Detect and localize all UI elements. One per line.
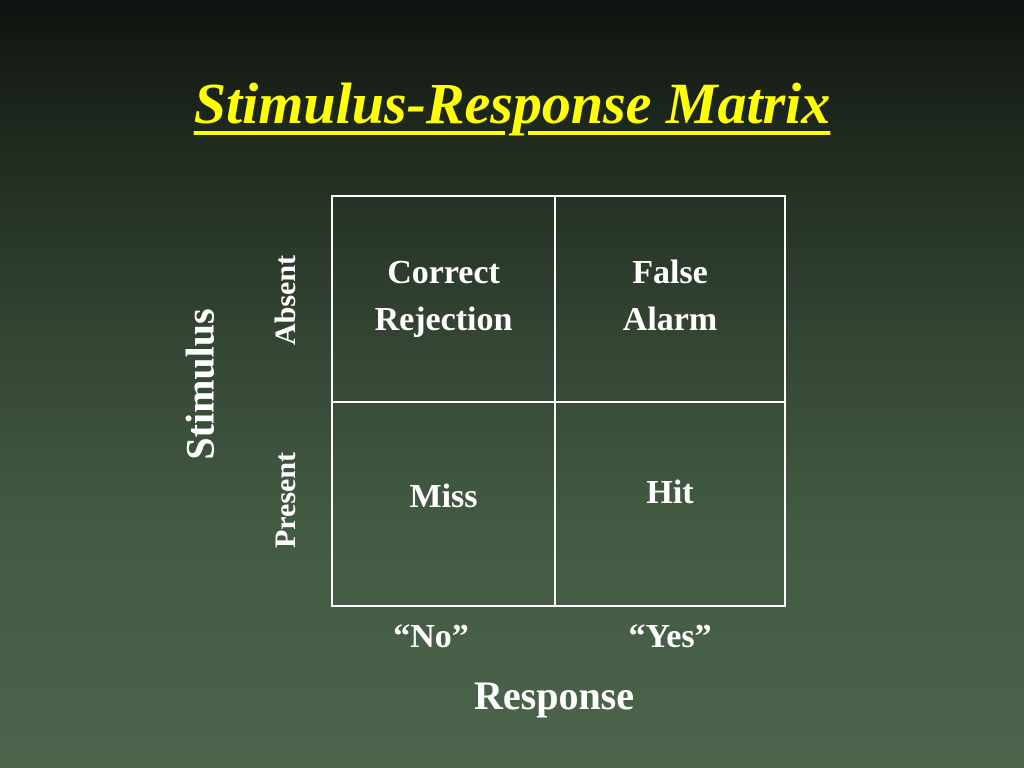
stimulus-response-matrix: Correct Rejection False Alarm Miss Hit bbox=[331, 195, 786, 607]
column-label-yes: “Yes” bbox=[628, 618, 712, 655]
cell-hit-label: Hit bbox=[646, 474, 694, 511]
cell-hit: Hit bbox=[554, 401, 786, 607]
column-label-no: “No” bbox=[393, 618, 469, 655]
row-label-present: Present bbox=[269, 451, 302, 549]
cell-false-alarm-line-2: Alarm bbox=[622, 301, 718, 338]
cell-false-alarm-line-1: False bbox=[632, 254, 708, 291]
cell-miss-label: Miss bbox=[409, 478, 478, 515]
cell-correct-rejection: Correct Rejection bbox=[331, 195, 556, 403]
cell-miss: Miss bbox=[331, 401, 556, 607]
slide-title: Stimulus-Response Matrix bbox=[193, 71, 831, 136]
cell-false-alarm: False Alarm bbox=[554, 195, 786, 403]
response-axis-title: Response bbox=[473, 673, 635, 718]
stimulus-axis-title: Stimulus bbox=[177, 308, 223, 460]
row-label-absent: Absent bbox=[269, 254, 302, 346]
cell-correct-rejection-line-2: Rejection bbox=[374, 301, 513, 338]
cell-correct-rejection-line-1: Correct bbox=[387, 254, 500, 291]
